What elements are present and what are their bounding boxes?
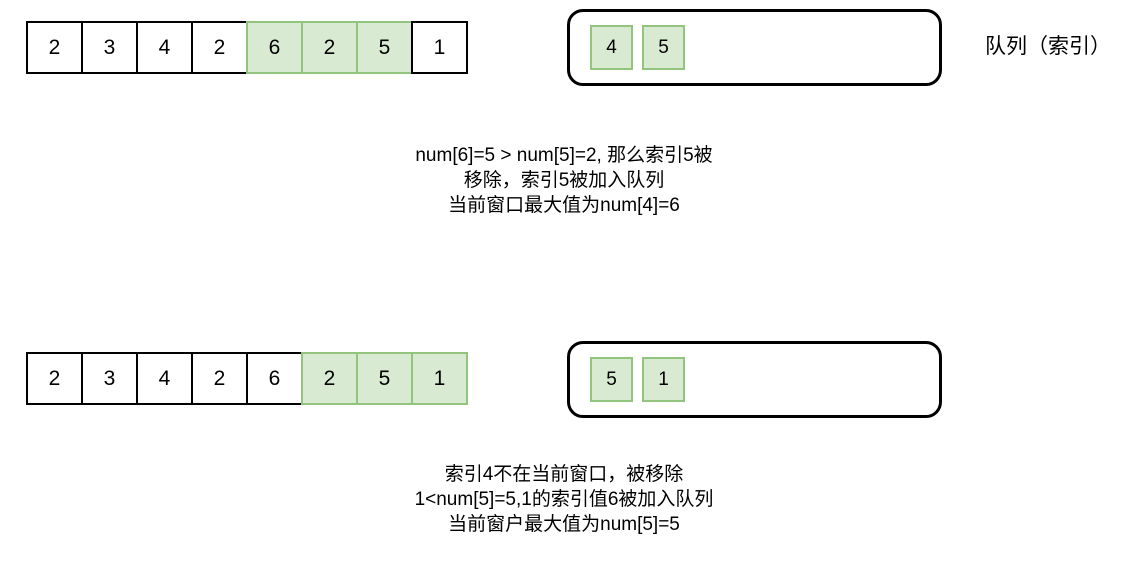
array-cell-highlighted: 6	[246, 21, 303, 74]
queue-cell: 4	[590, 25, 633, 70]
caption-line: 当前窗户最大值为num[5]=5	[448, 514, 680, 535]
caption-line: 索引4不在当前窗口，被移除	[444, 464, 684, 485]
array-cell: 2	[191, 21, 248, 74]
array-cell: 2	[26, 21, 83, 74]
array-cell: 2	[26, 352, 83, 405]
caption-step-2: 索引4不在当前窗口，被移除 1<num[5]=5,1的索引值6被加入队列 当前窗…	[0, 462, 1128, 537]
caption-step-1: num[6]=5 > num[5]=2, 那么索引5被 移除，索引5被加入队列 …	[0, 143, 1128, 218]
queue-cell: 1	[642, 357, 685, 402]
queue-label: 队列（索引）	[985, 35, 1111, 58]
caption-line: 移除，索引5被加入队列	[463, 170, 665, 191]
array-cell: 6	[246, 352, 303, 405]
array-cell-highlighted: 1	[411, 352, 468, 405]
queue-container-step-2: 5 1	[567, 341, 942, 418]
queue-cell: 5	[590, 357, 633, 402]
array-cell-highlighted: 2	[301, 21, 358, 74]
array-cell: 2	[191, 352, 248, 405]
caption-line: num[6]=5 > num[5]=2, 那么索引5被	[415, 145, 713, 166]
array-cell-highlighted: 5	[356, 21, 413, 74]
array-cell: 3	[81, 21, 138, 74]
queue-cell: 5	[642, 25, 685, 70]
caption-line: 当前窗口最大值为num[4]=6	[448, 195, 680, 216]
array-cell-highlighted: 5	[356, 352, 413, 405]
array-cell-highlighted: 2	[301, 352, 358, 405]
array-cell: 1	[411, 21, 468, 74]
caption-line: 1<num[5]=5,1的索引值6被加入队列	[414, 489, 714, 510]
array-cell: 4	[136, 21, 193, 74]
array-cell: 4	[136, 352, 193, 405]
array-cell: 3	[81, 352, 138, 405]
array-row-step-1: 2 3 4 2 6 2 5 1	[26, 21, 468, 74]
array-row-step-2: 2 3 4 2 6 2 5 1	[26, 352, 468, 405]
queue-container-step-1: 4 5	[567, 9, 942, 86]
